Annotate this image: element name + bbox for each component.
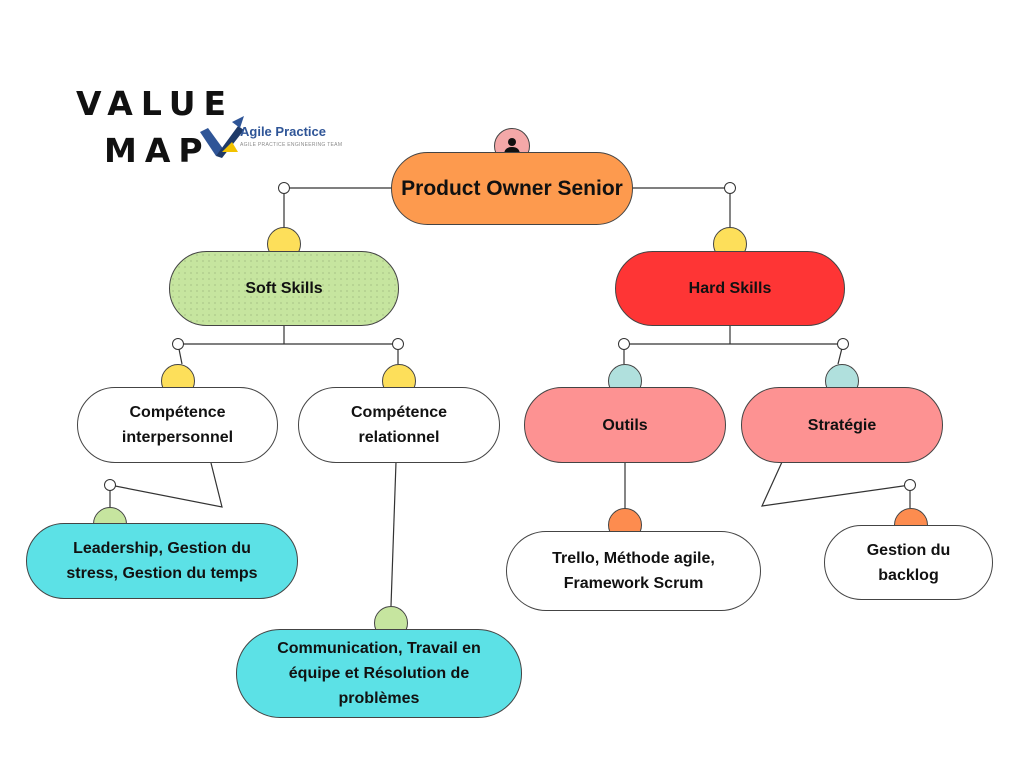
- connector-dot: [104, 479, 116, 491]
- node-trello: Trello, Méthode agile, Framework Scrum: [506, 531, 761, 611]
- node-gestion-backlog: Gestion du backlog: [824, 525, 993, 600]
- connector-dot: [618, 338, 630, 350]
- connector-dot: [904, 479, 916, 491]
- node-outils: Outils: [524, 387, 726, 463]
- node-competence-relationnel: Compétence relationnel: [298, 387, 500, 463]
- connector-dot: [392, 338, 404, 350]
- agile-practice-logo-icon: [200, 116, 244, 158]
- logo-tagline: AGILE PRACTICE ENGINEERING TEAM: [240, 142, 343, 148]
- node-competence-interpersonnel: Compétence interpersonnel: [77, 387, 278, 463]
- node-soft-skills: Soft Skills: [169, 251, 399, 326]
- node-hard-skills: Hard Skills: [615, 251, 845, 326]
- node-product-owner-senior: Product Owner Senior: [391, 152, 633, 225]
- connector-dot: [837, 338, 849, 350]
- title-line-2: MAP: [104, 131, 211, 170]
- node-strategie: Stratégie: [741, 387, 943, 463]
- connector-dot: [278, 182, 290, 194]
- connector-dot: [172, 338, 184, 350]
- connector-dot: [724, 182, 736, 194]
- title-line-1: VALUE: [76, 84, 235, 123]
- node-leadership: Leadership, Gestion du stress, Gestion d…: [26, 523, 298, 599]
- node-communication: Communication, Travail en équipe et Réso…: [236, 629, 522, 718]
- logo-text: Agile Practice: [240, 124, 326, 139]
